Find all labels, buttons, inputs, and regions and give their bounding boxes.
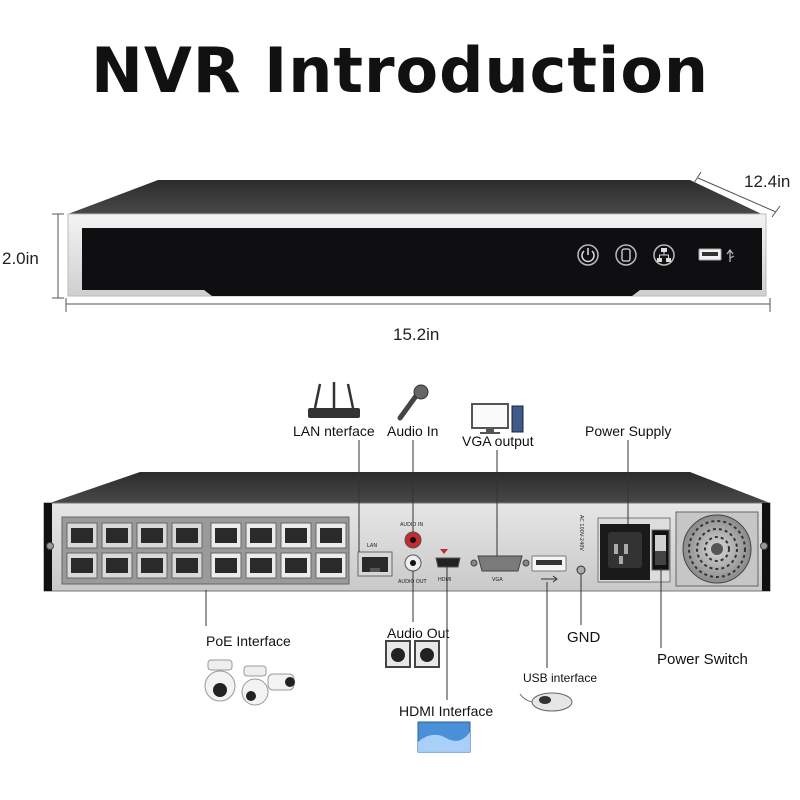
height-dimension-label: 2.0in <box>2 249 39 268</box>
lan-port: LAN <box>357 543 393 577</box>
power-supply-label: Power Supply <box>585 423 672 439</box>
hdd-status-icon <box>615 244 637 266</box>
hdmi-panel-text: HDMI <box>438 577 451 583</box>
poe-port-socket <box>215 558 237 573</box>
poe-port-socket <box>250 528 272 543</box>
vga-panel-text: VGA <box>492 577 503 583</box>
vga-output-label: VGA output <box>462 433 534 449</box>
poe-port-socket <box>176 558 198 573</box>
poe-port-socket <box>176 528 198 543</box>
poe-port-socket <box>285 558 307 573</box>
poe-port-socket <box>215 528 237 543</box>
poe-port-socket <box>106 528 128 543</box>
network-status-icon <box>653 244 675 266</box>
power-switch <box>651 529 670 571</box>
nvr-front-view <box>67 180 767 297</box>
speakers-icon <box>385 640 440 668</box>
monitor-icon <box>471 403 524 434</box>
power-supply-socket <box>597 517 671 583</box>
lan-panel-text: LAN <box>367 543 377 549</box>
cooling-fan <box>675 511 759 587</box>
nvr-rear-view: LAN AUDIO IN AUDIO OUT HDMI VGA <box>43 472 771 592</box>
power-button-icon <box>577 244 599 266</box>
leader-lines <box>205 440 662 700</box>
router-icon <box>308 382 360 418</box>
poe-port-block <box>61 516 350 585</box>
poe-port-socket <box>71 558 93 573</box>
poe-port-socket <box>71 528 93 543</box>
gnd-label: GND <box>567 629 601 646</box>
front-usb-port-icon <box>698 248 735 262</box>
lan-interface-label: LAN nterface <box>293 423 375 439</box>
hdmi-interface-label: HDMI Interface <box>399 703 494 719</box>
poe-port-socket <box>285 528 307 543</box>
poe-port-socket <box>250 558 272 573</box>
display-screen-icon <box>417 721 471 753</box>
usb-interface-label: USB interface <box>523 671 598 685</box>
cctv-cameras-icon <box>204 659 295 706</box>
width-dimension-label: 15.2in <box>393 325 440 344</box>
poe-port-socket <box>320 558 342 573</box>
page-title: NVR Introduction <box>90 34 710 107</box>
poe-port-socket <box>141 528 163 543</box>
audio-in-label: Audio In <box>387 423 439 439</box>
microphone-icon <box>397 384 429 421</box>
ac-voltage-text: AC 100V-240V <box>578 515 584 551</box>
poe-port-socket <box>141 558 163 573</box>
vga-port: VGA <box>470 555 530 583</box>
poe-port-socket <box>106 558 128 573</box>
mouse-icon <box>519 692 573 712</box>
audio-in-jack: AUDIO IN <box>400 522 423 549</box>
depth-dimension-label: 12.4in <box>744 172 791 191</box>
hdmi-port: HDMI <box>435 549 461 583</box>
audio-in-panel-text: AUDIO IN <box>400 522 423 528</box>
poe-interface-label: PoE Interface <box>206 633 291 649</box>
power-switch-label: Power Switch <box>657 651 748 668</box>
rear-usb-port <box>531 555 567 583</box>
poe-port-socket <box>320 528 342 543</box>
dimension-lines <box>52 171 781 312</box>
audio-out-label: Audio Out <box>387 625 450 641</box>
